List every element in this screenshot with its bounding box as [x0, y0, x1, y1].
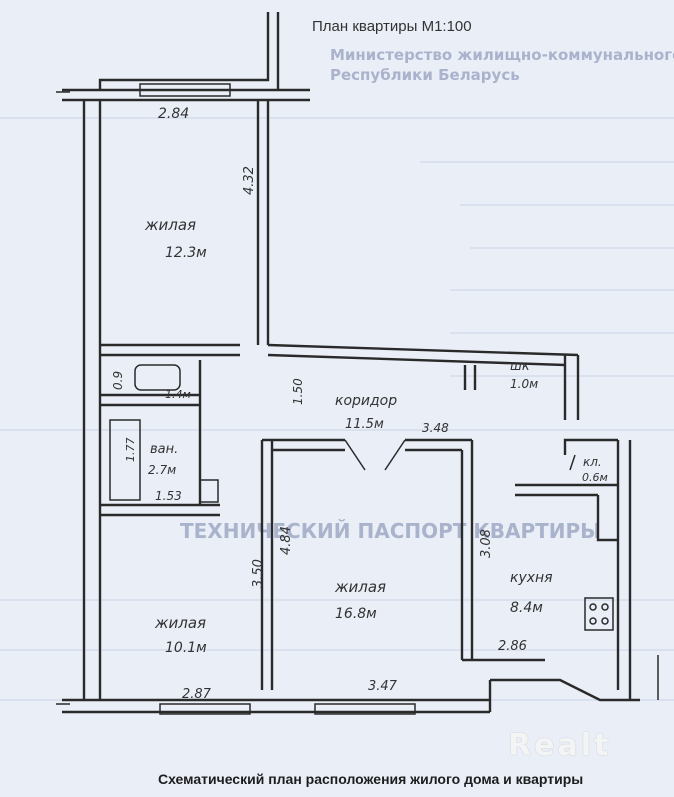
interior-walls — [100, 100, 618, 690]
form-section-title: ТЕХНИЧЕСКИЙ ПАСПОРТ КВАРТИРЫ — [180, 519, 601, 543]
dim-living2-height: 4.84 — [279, 526, 294, 555]
form-header-1: Министерство жилищно-коммунального хозяй… — [330, 46, 674, 64]
room-area-wc: 1.4м — [165, 388, 191, 401]
windows — [56, 83, 659, 715]
room-labels: жилая 12.3м коридор 11.5м шк 1.0м ван. 2… — [144, 216, 608, 656]
dim-corridor-height: 1.50 — [291, 378, 305, 405]
room-area-storage: 0.6м — [582, 471, 608, 484]
plan-caption: Схематический план расположения жилого д… — [158, 771, 584, 787]
room-area-living-1: 12.3м — [165, 245, 207, 261]
dim-kitchen-height: 3.08 — [479, 529, 494, 558]
room-name-corridor: коридор — [335, 393, 397, 409]
room-name-living-3: жилая — [154, 614, 206, 632]
room-area-kitchen: 8.4м — [510, 600, 543, 616]
dim-living2-width: 3.47 — [368, 679, 398, 694]
dim-bath-height: 1.77 — [124, 438, 137, 463]
dim-living3-height: 3.50 — [251, 559, 266, 588]
room-name-kitchen: кухня — [510, 570, 553, 586]
dim-living1-height: 4.32 — [242, 166, 257, 195]
room-name-storage: кл. — [583, 455, 602, 469]
room-name-closet: шк — [510, 359, 530, 374]
fixtures — [109, 364, 614, 631]
dim-bath-width: 1.53 — [155, 489, 182, 503]
room-name-bathroom: ван. — [150, 442, 178, 457]
realt-watermark-logo: Realt — [508, 728, 612, 763]
room-area-closet: 1.0м — [510, 377, 538, 391]
dim-kitchen-width: 2.86 — [498, 639, 527, 654]
dim-corridor-width: 3.48 — [422, 421, 449, 435]
outer-walls — [62, 12, 640, 714]
dim-living3-width: 2.87 — [182, 687, 212, 702]
room-area-corridor: 11.5м — [345, 417, 384, 432]
room-area-living-2: 16.8м — [335, 606, 377, 622]
dim-top-width: 2.84 — [158, 106, 189, 122]
dim-wc-height: 0.9 — [111, 371, 125, 390]
dimension-labels: 2.84 4.32 0.9 1.50 3.48 1.77 1.53 3.50 4… — [111, 106, 527, 702]
room-name-living-1: жилая — [144, 216, 196, 234]
room-area-living-3: 10.1м — [165, 640, 207, 656]
form-header-2: Республики Беларусь — [330, 66, 520, 84]
room-name-living-2: жилая — [334, 578, 386, 596]
room-area-bathroom: 2.7м — [148, 463, 176, 477]
plan-title: План квартиры М1:100 — [312, 18, 472, 35]
stove-icon — [584, 597, 614, 631]
